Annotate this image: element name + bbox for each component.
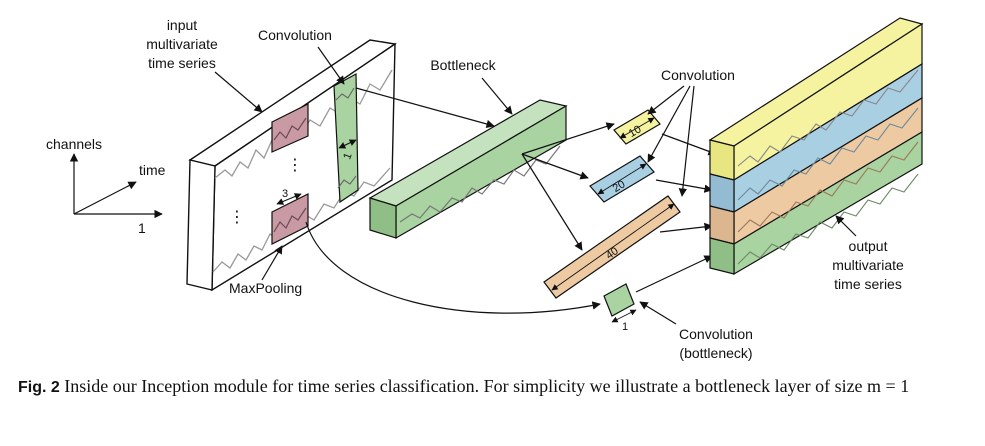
bottleneck-label: Bottleneck: [430, 57, 496, 73]
time-axis-label: time: [139, 162, 166, 178]
input-label-line1: input: [167, 17, 197, 33]
maxpool-size-arrow: [276, 193, 302, 205]
output-label-line2: multivariate: [832, 257, 904, 273]
convolution-right-pointer-10: [647, 85, 685, 115]
axes-indicator: [69, 153, 163, 219]
conv-bottleneck-label-line1: Convolution: [679, 326, 753, 342]
conv-bottleneck-label-line2: (bottleneck): [679, 345, 752, 361]
bottleneck-convolution-filter: [603, 283, 635, 317]
arrow-filter20-to-output: [655, 179, 713, 193]
filter-20-size-label: 20: [611, 178, 628, 195]
arrow-input-to-bottleneck: [355, 87, 495, 129]
output-label-line3: time series: [834, 276, 902, 292]
input-filter-size-label: 1: [341, 151, 354, 161]
channels-axis-label: channels: [46, 136, 102, 152]
input-label-pointer: [214, 71, 263, 113]
figure-caption-text: Inside our Inception module for time ser…: [64, 376, 910, 396]
output-label-pointer: [835, 215, 857, 237]
output-time-series-stack: [708, 17, 924, 276]
filter-10-size-label: 10: [627, 123, 644, 140]
maxpooling-label: MaxPooling: [229, 280, 302, 296]
filter-40-size-label: 40: [604, 245, 621, 262]
maxpooling-pointer: [261, 245, 283, 281]
filter-10-size-arrow: [619, 117, 655, 139]
arrow-maxpool-to-bottleneck-conv: [305, 221, 601, 314]
bottleneck-bar: [368, 99, 568, 240]
arrow-bottleneck-to-filter10: [521, 122, 615, 155]
bottleneck-conv-size-label: 1: [622, 321, 628, 333]
figure-caption-label: Fig. 2: [18, 379, 60, 396]
arrow-bottleneck-to-filter40: [521, 153, 583, 251]
output-label-line1: output: [849, 238, 888, 254]
maxpool-size-label: 3: [282, 188, 288, 200]
conv-bottleneck-pointer: [639, 301, 677, 325]
input-dots-left: ⋮: [229, 209, 245, 226]
arrow-filter10-to-output: [661, 133, 717, 156]
filter-40-size-arrow: [551, 203, 675, 291]
bottleneck-conv-size-arrow: [611, 309, 637, 323]
convolution-right-pointer-20: [647, 85, 691, 163]
convolution-right-pointer-40: [678, 85, 695, 197]
input-dots-middle: ⋮: [287, 157, 303, 174]
convolution-right-label: Convolution: [661, 67, 735, 83]
arrow-bottleneck-to-filter20: [521, 153, 589, 180]
axis-one-label: 1: [138, 220, 146, 236]
maxpool-window-top: [271, 103, 309, 153]
input-label-line2: multivariate: [146, 36, 218, 52]
figure-caption: Fig. 2 Inside our Inception module for t…: [18, 374, 968, 400]
bottleneck-pointer: [481, 77, 513, 115]
convolution-top-label: Convolution: [258, 27, 332, 43]
convolution-top-pointer: [317, 46, 345, 85]
input-convolution-filter: [333, 72, 359, 204]
input-filter-size-arrow: [338, 139, 357, 149]
arrow-bnconv-to-output: [635, 255, 713, 293]
arrow-filter40-to-output: [659, 222, 713, 233]
input-label-line3: time series: [148, 55, 216, 71]
filter-20-size-arrow: [597, 163, 647, 195]
